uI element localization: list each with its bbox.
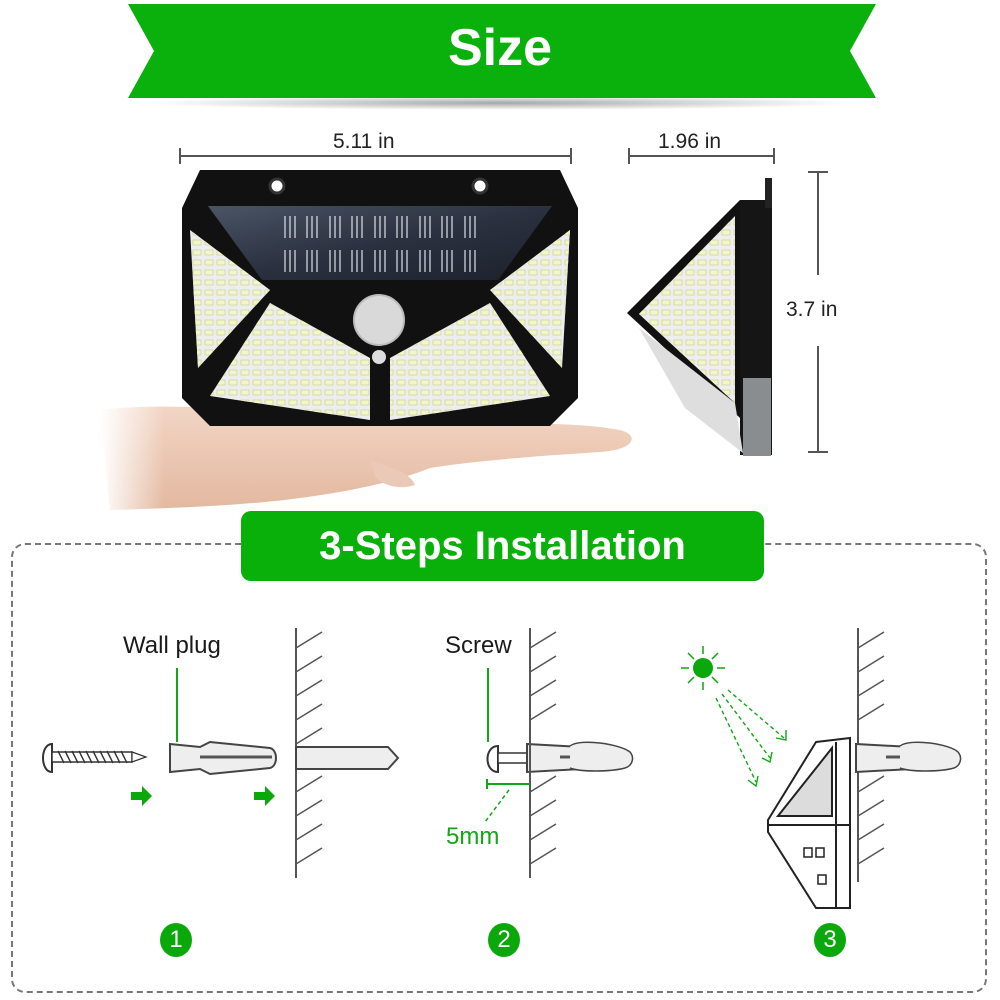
- solar-light-side: [627, 178, 772, 456]
- depth-dimension-label: 1.96 in: [658, 130, 722, 153]
- step-1-badge: 1: [160, 923, 192, 957]
- width-dimension-label: 5.11 in: [333, 130, 395, 153]
- height-dimension-line: [808, 171, 828, 453]
- height-dimension-label: 3.7 in: [786, 298, 838, 321]
- step-3-badge: 3: [814, 923, 846, 957]
- width-dimension-line: [179, 148, 572, 164]
- wall-plug-callout: Wall plug: [123, 632, 221, 659]
- solar-light-front: [182, 170, 578, 426]
- size-title: Size: [447, 19, 553, 77]
- size-banner: [128, 4, 876, 98]
- step1-diagram: [42, 628, 400, 878]
- step3-diagram: [681, 628, 962, 909]
- banner-shadow: [140, 96, 860, 110]
- installation-title: 3-Steps Installation: [241, 511, 764, 581]
- depth-dimension-line: [628, 148, 775, 164]
- screw-callout: Screw: [445, 632, 512, 659]
- step-2-badge: 2: [488, 923, 520, 957]
- gap-5mm-label: 5mm: [446, 823, 500, 850]
- step2-diagram: [484, 628, 634, 878]
- sun-icon: [681, 646, 725, 690]
